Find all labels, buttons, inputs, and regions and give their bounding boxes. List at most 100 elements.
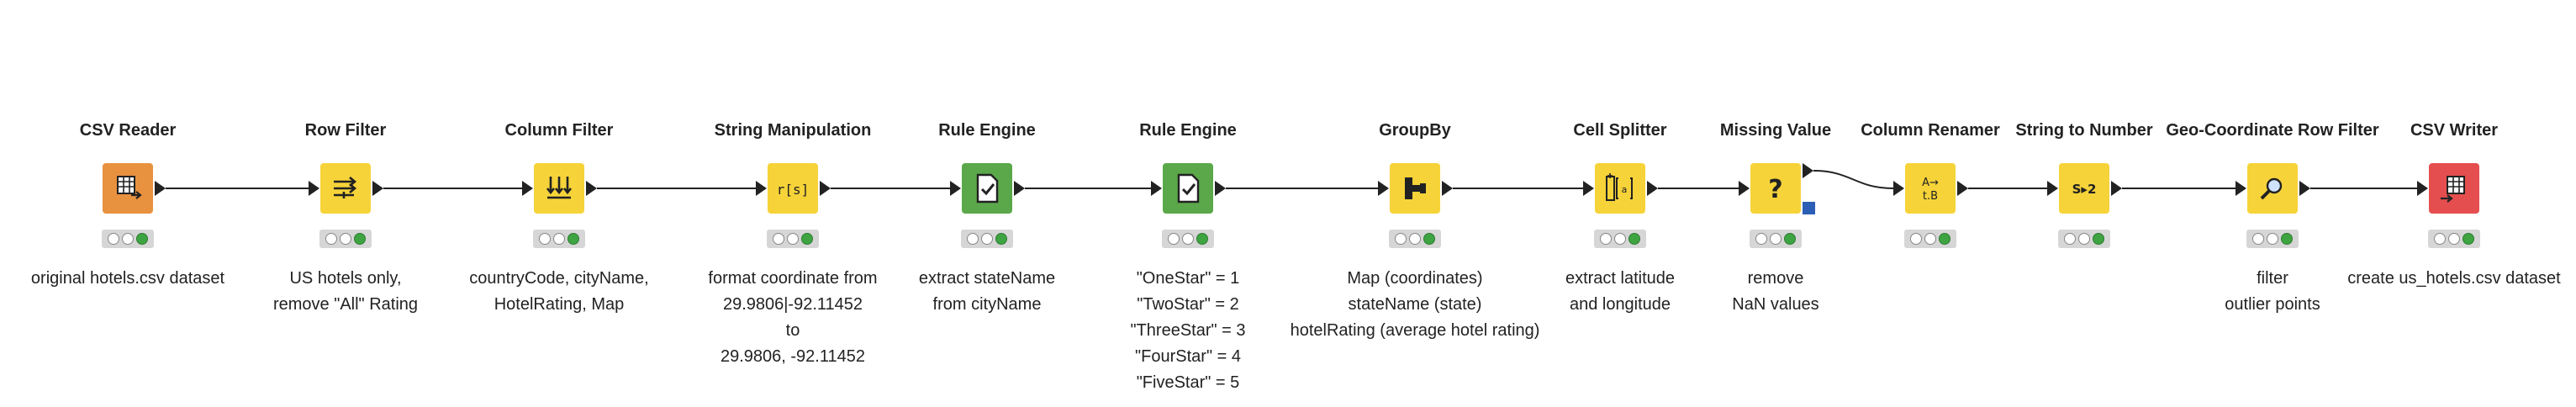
annotation-line: "FourStar" = 4: [1135, 347, 1241, 366]
input-port[interactable]: [2236, 181, 2246, 196]
annotation-line: "OneStar" = 1: [1136, 269, 1240, 288]
output-port[interactable]: [820, 181, 831, 196]
status-light-executed: [1423, 233, 1435, 245]
magnifier-icon[interactable]: [2247, 163, 2298, 214]
node-status-lights: [319, 230, 372, 248]
node-title: Row Filter: [304, 121, 387, 140]
annotation-line: remove "All" Rating: [272, 295, 419, 314]
status-light-executed: [2093, 233, 2104, 245]
annotation-line: 29.9806|-92.11452: [722, 295, 863, 314]
svg-text:t.B: t.B: [1923, 190, 1938, 203]
status-light-off: [1614, 233, 1626, 245]
status-light-off: [122, 233, 134, 245]
status-light-off: [1600, 233, 1612, 245]
node-status-lights: [961, 230, 1013, 248]
input-port[interactable]: [2047, 181, 2058, 196]
input-port[interactable]: [1583, 181, 1594, 196]
groupby-icon[interactable]: [1390, 163, 1440, 214]
input-port[interactable]: [2417, 181, 2428, 196]
annotation-line: and longitude: [1569, 295, 1671, 314]
rename-icon[interactable]: A→ t.B: [1905, 163, 1956, 214]
svg-text:r[s]: r[s]: [777, 182, 810, 198]
status-light-off: [1755, 233, 1767, 245]
node-status-lights: [1750, 230, 1802, 248]
annotation-line: extract latitude: [1565, 269, 1676, 288]
output-port[interactable]: [1957, 181, 1968, 196]
connection-missing-value-to-column-renamer[interactable]: [1813, 170, 1894, 189]
status-light-off: [1770, 233, 1782, 245]
node-title: Column Filter: [504, 121, 614, 140]
status-light-off: [2064, 233, 2076, 245]
table-write-icon[interactable]: [2429, 163, 2479, 214]
input-port[interactable]: [522, 181, 533, 196]
annotation-line: countryCode, cityName,: [469, 269, 649, 288]
node-title: Column Renamer: [1861, 121, 2000, 140]
status-light-off: [539, 233, 551, 245]
input-port[interactable]: [1378, 181, 1389, 196]
flow-variable-port[interactable]: [1803, 202, 1815, 214]
table-read-icon[interactable]: [103, 163, 153, 214]
node-annotation: format coordinate from 29.9806|-92.11452 t…: [708, 266, 877, 370]
status-light-off: [1924, 233, 1936, 245]
string-to-number-icon[interactable]: S▸2: [2059, 163, 2109, 214]
node-title: Rule Engine: [1139, 121, 1237, 140]
annotation-line: filter: [2257, 269, 2288, 288]
status-light-off: [1395, 233, 1407, 245]
filter-arrows-icon[interactable]: [320, 163, 371, 214]
status-light-executed: [1196, 233, 1208, 245]
node-annotation: filter outlier points: [2225, 266, 2320, 318]
input-port[interactable]: [1739, 181, 1750, 196]
node-status-lights: [2246, 230, 2299, 248]
output-port[interactable]: [1215, 181, 1226, 196]
output-port[interactable]: [1803, 163, 1813, 178]
input-port[interactable]: [309, 181, 319, 196]
status-light-off: [787, 233, 799, 245]
status-light-off: [1168, 233, 1180, 245]
node-title: Cell Splitter: [1573, 121, 1667, 140]
output-port[interactable]: [155, 181, 166, 196]
annotation-line: Map (coordinates): [1347, 269, 1483, 288]
output-port[interactable]: [1014, 181, 1025, 196]
output-port[interactable]: [586, 181, 597, 196]
input-port[interactable]: [950, 181, 961, 196]
output-port[interactable]: [372, 181, 383, 196]
output-port[interactable]: [1647, 181, 1658, 196]
status-light-off: [1409, 233, 1421, 245]
status-light-off: [325, 233, 337, 245]
status-light-executed: [2281, 233, 2293, 245]
node-title: String to Number: [2015, 121, 2153, 140]
output-port[interactable]: [2299, 181, 2310, 196]
input-port[interactable]: [1151, 181, 1162, 196]
annotation-line: from cityName: [932, 295, 1042, 314]
annotation-line: extract stateName: [918, 269, 1056, 288]
annotation-line: format coordinate from: [708, 269, 878, 288]
status-light-executed: [354, 233, 366, 245]
annotation-line: outlier points: [2225, 295, 2320, 314]
annotation-line: "ThreeStar" = 3: [1130, 321, 1246, 340]
node-title: CSV Reader: [79, 121, 177, 140]
rule-document-icon[interactable]: [962, 163, 1012, 214]
status-light-executed: [136, 233, 148, 245]
node-title: CSV Writer: [2410, 121, 2499, 140]
rule-document-icon[interactable]: [1163, 163, 1213, 214]
column-filter-icon[interactable]: [534, 163, 584, 214]
node-annotation: extract stateName from cityName: [919, 266, 1055, 318]
status-light-executed: [1784, 233, 1796, 245]
input-port[interactable]: [1893, 181, 1904, 196]
node-annotation: create us_hotels.csv dataset: [2347, 266, 2560, 292]
string-function-icon[interactable]: r[s]: [768, 163, 818, 214]
output-port[interactable]: [2111, 181, 2122, 196]
svg-text:A→: A→: [1922, 177, 1939, 189]
status-light-off: [1182, 233, 1194, 245]
node-status-lights: [533, 230, 585, 248]
node-annotation: original hotels.csv dataset: [31, 266, 224, 292]
cell-split-icon[interactable]: a: [1595, 163, 1645, 214]
input-port[interactable]: [756, 181, 767, 196]
node-annotation: Map (coordinates)stateName (state)hotelR…: [1291, 266, 1540, 344]
annotation-line: HotelRating, Map: [494, 295, 625, 314]
output-port[interactable]: [1442, 181, 1453, 196]
annotation-line: to: [785, 321, 800, 340]
question-mark-icon[interactable]: ?: [1750, 163, 1801, 214]
